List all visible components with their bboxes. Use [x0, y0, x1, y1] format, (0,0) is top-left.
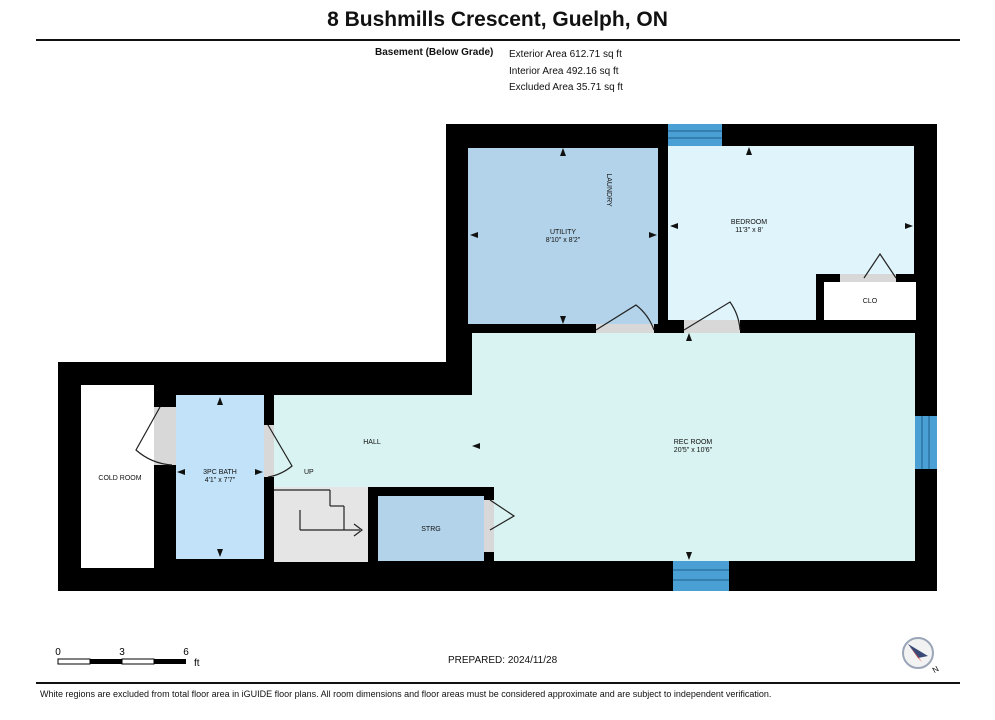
cold-room [81, 385, 154, 568]
header-divider [36, 39, 960, 41]
stairs [274, 487, 368, 562]
closet-wall [816, 274, 824, 320]
excluded-area: Excluded Area 35.71 sq ft [509, 82, 623, 93]
bedroom-label: BEDROOM [731, 219, 767, 226]
compass-icon: N [902, 637, 941, 675]
hall-label: HALL [363, 439, 381, 446]
window-rec-bottom [673, 561, 729, 591]
interior-area: Interior Area 492.16 sq ft [509, 65, 619, 77]
bath-room [176, 395, 264, 559]
utility-dims: 8'10" x 8'2" [546, 237, 581, 244]
footer-divider [36, 682, 960, 684]
page-title: 8 Bushmills Crescent, Guelph, ON [327, 8, 668, 31]
closet-room [824, 282, 916, 320]
storage-room [378, 496, 484, 561]
dimension-arrows [177, 147, 913, 560]
prepared-date: PREPARED: 2024/11/28 [448, 655, 558, 666]
hall-room [274, 395, 474, 487]
compass-north-label: N [931, 664, 941, 675]
area-summary: Exterior Area 612.71 sq ft Interior Area… [509, 47, 623, 97]
utility-label: UTILITY [550, 229, 576, 236]
scale-tick-0: 0 [55, 647, 61, 658]
bath-label: 3PC BATH [203, 469, 237, 476]
door-swings [135, 252, 897, 552]
storage-wall-left [368, 487, 378, 562]
level-label: Basement (Below Grade) [375, 47, 494, 58]
scale-unit: ft [194, 658, 200, 669]
disclaimer-text: White regions are excluded from total fl… [40, 689, 772, 699]
stair-lines [274, 489, 363, 537]
cold-room-label: COLD ROOM [98, 475, 141, 482]
rec-room [472, 333, 915, 561]
rec-room-label: REC ROOM [674, 439, 713, 446]
rec-room-dims: 20'5" x 10'6" [674, 447, 713, 454]
scale-tick-6: 6 [183, 647, 189, 658]
bath-dims: 4'1" x 7'7" [205, 477, 236, 484]
closet-label: CLO [863, 298, 878, 305]
exterior-area: Exterior Area 612.71 sq ft [509, 49, 622, 60]
storage-label: STRG [421, 526, 440, 533]
laundry-label: LAUNDRY [605, 173, 612, 207]
scale-bar: 0 3 6 ft [55, 647, 200, 669]
scale-tick-3: 3 [119, 647, 125, 658]
bedroom-dims: 11'3" x 8' [735, 227, 763, 234]
window-rec-right [915, 416, 937, 469]
window-bedroom [668, 124, 722, 146]
storage-wall-top [368, 487, 494, 496]
up-label: UP [304, 469, 314, 476]
utility-room [468, 148, 658, 324]
